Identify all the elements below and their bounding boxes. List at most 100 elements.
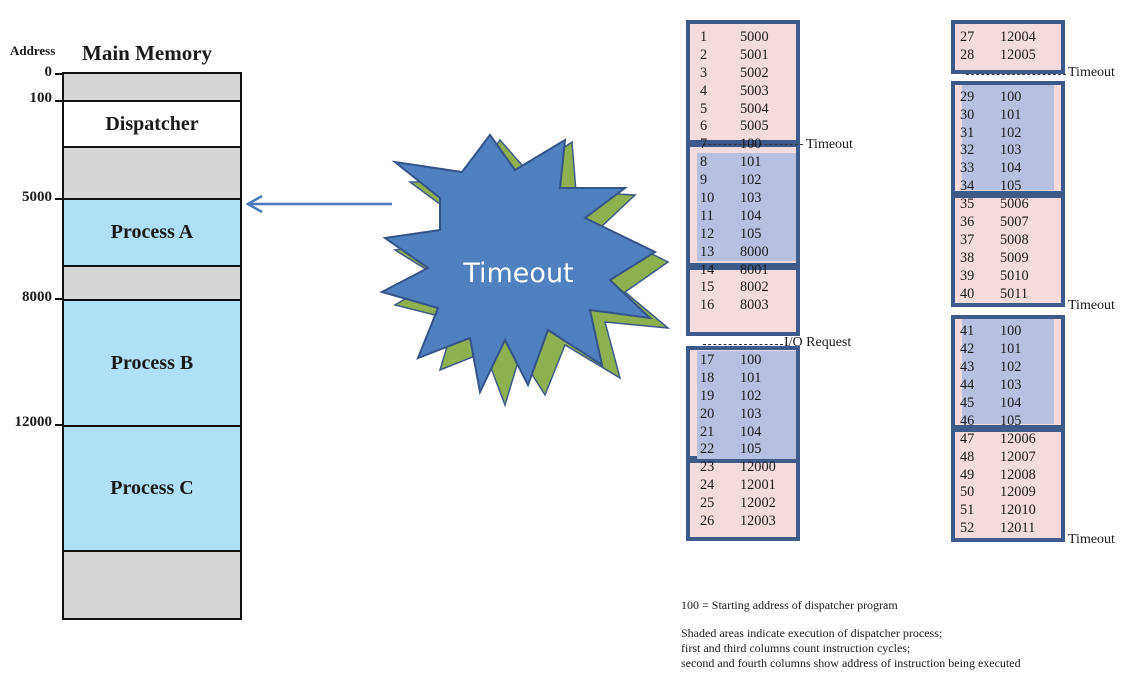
- trace-row: 12 105: [700, 226, 769, 244]
- trace-block-process-c: [686, 459, 800, 541]
- pointer-arrow: [245, 194, 392, 214]
- cycle-number: 24: [700, 477, 715, 494]
- cycle-number: 14: [700, 261, 715, 278]
- cycle-number: 39: [960, 267, 975, 284]
- cycle-number: 18: [700, 369, 715, 386]
- timeout-divider: [966, 74, 1066, 75]
- instruction-address: 5004: [740, 100, 769, 117]
- burst-timeout-label: Timeout: [463, 258, 574, 289]
- instruction-address: 105: [740, 225, 762, 242]
- instruction-address: 100: [740, 352, 762, 368]
- cycle-number: 15: [700, 279, 715, 296]
- cycle-number: 51: [960, 502, 975, 519]
- instruction-address: 100: [740, 136, 762, 153]
- trace-block-process-c-cont-2: [951, 428, 1065, 542]
- event-timeout-2: Timeout: [1068, 65, 1115, 80]
- cycle-number: 3: [700, 64, 708, 81]
- cycle-number: 2: [700, 46, 708, 63]
- instruction-address: 102: [740, 387, 762, 404]
- trace-block-process-c-cont: [951, 20, 1065, 74]
- memory-region-free-1: [62, 146, 242, 200]
- instruction-address: 103: [740, 190, 762, 207]
- cycle-number: 45: [960, 395, 975, 412]
- instruction-address: 5009: [1000, 249, 1029, 266]
- address-label-5000: 5000: [22, 189, 52, 205]
- cycle-number: 20: [700, 405, 715, 422]
- cycle-number: 41: [960, 323, 975, 340]
- instruction-address: 101: [740, 154, 762, 171]
- note-second-fourth-columns: second and fourth columns show address o…: [681, 656, 1021, 670]
- instruction-address: 12000: [740, 459, 776, 476]
- instruction-address: 101: [740, 369, 762, 386]
- cycle-number: 26: [700, 513, 715, 530]
- instruction-address: 5003: [740, 82, 769, 99]
- instruction-address: 5007: [1000, 214, 1029, 231]
- cycle-number: 49: [960, 466, 975, 483]
- cycle-number: 29: [960, 88, 975, 105]
- instruction-address: 104: [1000, 395, 1022, 412]
- cycle-number: 52: [960, 520, 975, 537]
- trace-row: 42 101: [960, 341, 1036, 359]
- instruction-address: 101: [1000, 341, 1022, 358]
- cycle-number: 42: [960, 341, 975, 358]
- cycle-number: 47: [960, 430, 975, 447]
- cycle-number: 9: [700, 172, 708, 189]
- instruction-address: 8001: [740, 261, 769, 278]
- trace-row: 45 104: [960, 395, 1036, 413]
- cycle-number: 46: [960, 412, 975, 429]
- trace-row: 3 5002: [700, 65, 769, 83]
- cycle-number: 5: [700, 100, 708, 117]
- address-tick: [55, 198, 63, 200]
- instruction-address: 12009: [1000, 484, 1036, 501]
- cycle-number: 13: [700, 243, 715, 260]
- note-shaded-areas: Shaded areas indicate execution of dispa…: [681, 626, 943, 640]
- instruction-address: 12006: [1000, 430, 1036, 447]
- cycle-number: 12: [700, 225, 715, 242]
- instruction-address: 12011: [1000, 520, 1036, 537]
- trace-row: 39 5010: [960, 268, 1036, 286]
- trace-row: 14 8001: [700, 262, 769, 280]
- instruction-address: 104: [740, 207, 762, 224]
- trace-row: 47 12006: [960, 431, 1036, 449]
- address-heading: Address: [10, 43, 56, 58]
- trace-row: 52 12011: [960, 520, 1036, 538]
- instruction-address: 5010: [1000, 267, 1029, 284]
- address-label-100: 100: [29, 90, 53, 106]
- memory-region-free-3: [62, 550, 242, 620]
- cycle-number: 43: [960, 359, 975, 376]
- cycle-number: 44: [960, 377, 975, 394]
- instruction-address: 5000: [740, 29, 769, 45]
- event-timeout-1: Timeout: [806, 137, 853, 152]
- cycle-number: 34: [960, 178, 975, 195]
- memory-region-process-b: Process B: [62, 299, 242, 427]
- instruction-address: 12004: [1000, 29, 1036, 45]
- io-divider: [703, 344, 783, 345]
- instruction-address: 12008: [1000, 466, 1036, 483]
- instruction-address: 5002: [740, 64, 769, 81]
- cycle-number: 10: [700, 190, 715, 207]
- cycle-number: 6: [700, 118, 708, 135]
- cycle-number: 50: [960, 484, 975, 501]
